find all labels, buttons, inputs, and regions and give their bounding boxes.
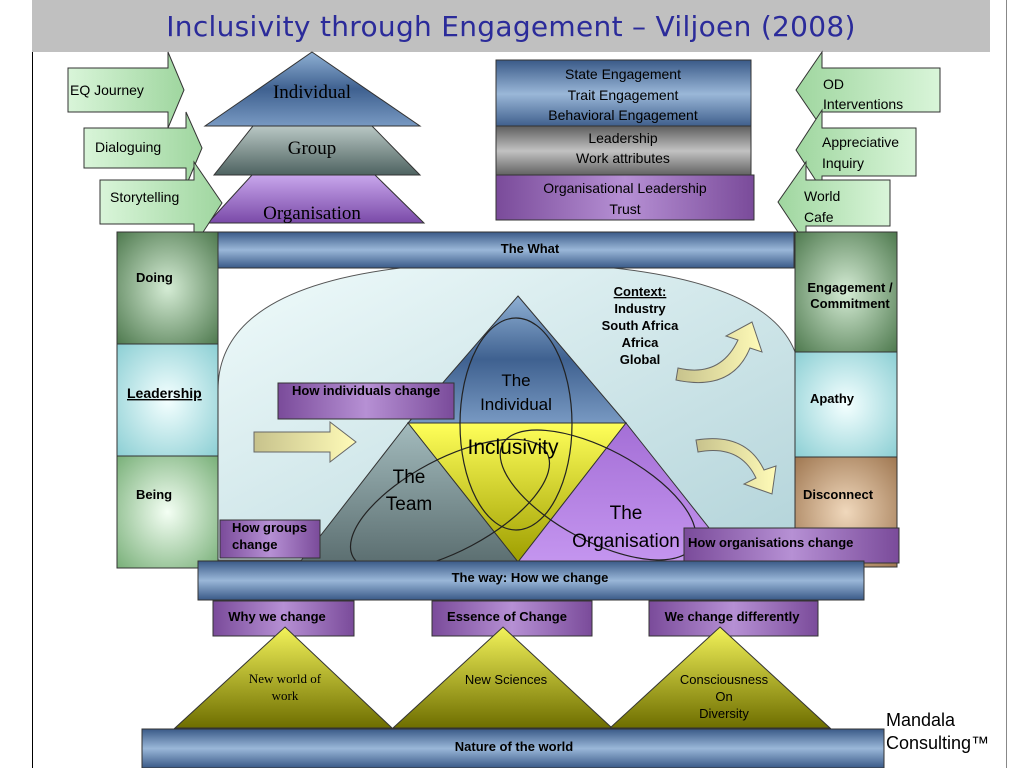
inquiry-text: Inquiry <box>822 155 864 171</box>
bottom-tri1-line1: New world of <box>249 671 322 686</box>
pyramid-label-group: Group <box>288 138 337 159</box>
how-individuals-text: How individuals change <box>292 383 440 398</box>
world-text: World <box>804 188 840 204</box>
bottom-triangle-2 <box>391 626 614 729</box>
bottom-tri3-line2: On <box>715 689 732 704</box>
dialoguing-label: Dialoguing <box>95 139 161 155</box>
inclusivity-text: Inclusivity <box>467 436 559 459</box>
nature-bar <box>141 728 885 768</box>
org-leadership-box <box>495 174 755 221</box>
how-organisations-text: How organisations change <box>688 535 853 550</box>
context-africa: Africa <box>622 335 660 350</box>
appreciative-inquiry-arrow <box>795 108 917 192</box>
the-what-bar <box>217 231 795 269</box>
the-way-bar <box>197 560 865 601</box>
doing-square <box>116 231 219 345</box>
cafe-text: Cafe <box>804 209 834 225</box>
apathy-square <box>794 351 898 458</box>
context-heading: Context: <box>614 284 667 299</box>
storytelling-label: Storytelling <box>110 189 179 205</box>
tri-individual-line2: Individual <box>480 395 552 414</box>
frame-right-line <box>1006 0 1007 768</box>
how-groups-line2: change <box>232 537 278 552</box>
curved-arrow-up <box>675 321 763 384</box>
context-industry: Industry <box>614 301 666 316</box>
tri-team-line2: Team <box>386 494 432 515</box>
engagement-box <box>495 59 752 129</box>
being-text: Being <box>136 487 172 502</box>
engagement-col-text: Engagement / <box>807 280 893 295</box>
we-change-differently-box <box>648 600 819 637</box>
pyramid-group <box>212 125 422 176</box>
how-individuals-box <box>277 382 455 420</box>
tri-organisation-line2: Organisation <box>572 531 680 552</box>
page-title: Inclusivity through Engagement – Viljoen… <box>166 10 856 43</box>
od-text: OD <box>823 76 844 92</box>
how-groups-line1: How groups <box>232 520 307 535</box>
state-engagement-text: State Engagement <box>565 66 681 82</box>
tri-team-line1: The <box>393 467 426 488</box>
bottom-tri2-line1: New Sciences <box>465 672 548 687</box>
pyramid-label-organisation: Organisation <box>263 203 361 224</box>
essence-of-change-text: Essence of Change <box>447 609 567 624</box>
bottom-tri1-line2: work <box>272 688 299 703</box>
bottom-tri3-line3: Diversity <box>699 706 749 721</box>
eq-journey-arrow <box>67 51 185 129</box>
the-way-text: The way: How we change <box>452 570 609 585</box>
ellipse-individual <box>459 317 573 531</box>
engagement-square <box>794 231 898 353</box>
why-we-change-text: Why we change <box>228 609 326 624</box>
leadership-square <box>116 343 219 457</box>
pyramid-organisation <box>206 174 426 224</box>
appreciative-text: Appreciative <box>822 134 899 150</box>
frame-left-line <box>32 52 33 768</box>
nature-text: Nature of the world <box>455 739 574 754</box>
storytelling-arrow <box>99 160 223 248</box>
world-cafe-arrow <box>777 160 891 246</box>
pyramid-label-individual: Individual <box>273 82 351 103</box>
bottom-triangle-3 <box>608 626 832 729</box>
bottom-tri3-line1: Consciousness <box>680 672 769 687</box>
leadership-box <box>495 125 752 177</box>
title-bar <box>32 0 990 52</box>
org-leadership-text: Organisational Leadership <box>543 180 707 196</box>
context-global: Global <box>620 352 660 367</box>
eq-journey-label: EQ Journey <box>70 82 144 98</box>
commitment-col-text: Commitment <box>810 296 890 311</box>
trait-engagement-text: Trait Engagement <box>568 87 679 103</box>
doing-text: Doing <box>136 270 173 285</box>
od-interventions-arrow <box>795 50 941 130</box>
bottom-triangle-1 <box>173 626 394 729</box>
behavioral-engagement-text: Behavioral Engagement <box>548 107 698 123</box>
disconnect-text: Disconnect <box>803 487 874 502</box>
curved-arrow-down <box>695 438 777 495</box>
ellipse-team <box>349 438 551 572</box>
we-change-differently-text: We change differently <box>665 609 801 624</box>
footer-line1: Mandala <box>886 710 956 730</box>
how-organisations-box <box>683 527 900 564</box>
apathy-text: Apathy <box>810 391 855 406</box>
interventions-text: Interventions <box>823 96 903 112</box>
right-arrow-yellow <box>253 420 357 464</box>
work-attributes-text: Work attributes <box>576 150 670 166</box>
tri-organisation-line1: The <box>610 503 643 524</box>
leadership-text: Leadership <box>588 130 657 146</box>
leadership-col-text: Leadership <box>127 385 202 401</box>
essence-of-change-box <box>431 600 593 637</box>
being-square <box>116 455 219 569</box>
tri-individual-line1: The <box>501 371 530 390</box>
how-groups-box <box>219 519 321 559</box>
trust-text: Trust <box>609 201 640 217</box>
the-what-text: The What <box>501 241 560 256</box>
footer-line2: Consulting™ <box>886 733 989 753</box>
context-south-africa: South Africa <box>602 318 680 333</box>
